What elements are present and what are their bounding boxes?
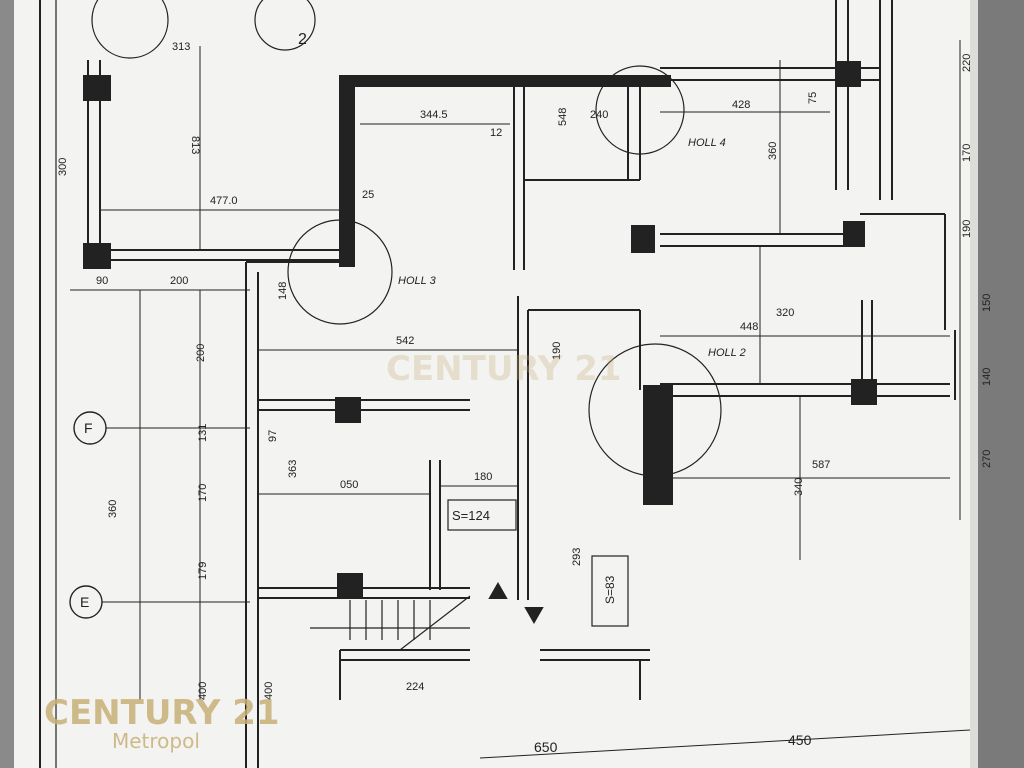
dimension: 220 bbox=[961, 54, 973, 72]
paper-edge bbox=[970, 0, 978, 768]
area-label-small: S=83 bbox=[603, 575, 617, 604]
room-label-hall-4: HOLL 4 bbox=[688, 137, 726, 149]
room-label-hall-3: HOLL 3 bbox=[398, 275, 437, 287]
axis-label-f: F bbox=[84, 420, 93, 436]
column-tall bbox=[643, 385, 673, 505]
dimension: 200 bbox=[170, 275, 188, 287]
wall-thick-vertical bbox=[339, 75, 355, 267]
dimension: 131 bbox=[197, 424, 209, 442]
room-label-hall-2: HOLL 2 bbox=[708, 347, 746, 359]
dimension: 448 bbox=[740, 321, 758, 333]
dimension: 313 bbox=[172, 41, 190, 53]
column bbox=[83, 243, 111, 269]
area-box-large bbox=[447, 499, 517, 531]
watermark-brand-center: CENTURY 21 bbox=[386, 349, 622, 389]
dimension: 360 bbox=[767, 142, 779, 160]
dimension-lines bbox=[70, 40, 971, 759]
column bbox=[631, 225, 655, 253]
column bbox=[83, 75, 111, 101]
dimension: 813 bbox=[189, 136, 201, 154]
direction-triangle bbox=[488, 581, 508, 599]
dimension: 75 bbox=[807, 92, 819, 104]
dimension: 400 bbox=[197, 682, 209, 700]
door-swing bbox=[595, 65, 685, 155]
dimension: 360 bbox=[107, 500, 119, 518]
column bbox=[843, 221, 865, 247]
door-swing bbox=[254, 0, 316, 51]
door-swing bbox=[91, 0, 169, 59]
dimension: 12 bbox=[490, 127, 502, 139]
dimension: 344.5 bbox=[420, 109, 448, 121]
dimension: 300 bbox=[57, 158, 69, 176]
dimension: 542 bbox=[396, 335, 414, 347]
dimension: 450 bbox=[788, 732, 812, 748]
watermark-office: Metropol bbox=[112, 729, 200, 753]
dimension: 293 bbox=[571, 548, 583, 566]
dimension: 150 bbox=[981, 294, 993, 312]
dimension: 179 bbox=[197, 562, 209, 580]
dimension: 170 bbox=[961, 144, 973, 162]
door-swing bbox=[588, 343, 722, 477]
dimension: 190 bbox=[551, 342, 563, 360]
dimension: 650 bbox=[534, 739, 558, 755]
column bbox=[335, 397, 361, 423]
dimension: 170 bbox=[197, 484, 209, 502]
watermark-brand: CENTURY 21 bbox=[44, 693, 280, 733]
dimension: 97 bbox=[267, 430, 279, 442]
dimension: 340 bbox=[793, 478, 805, 496]
dimension: 90 bbox=[96, 275, 108, 287]
paper-shadow-right bbox=[975, 0, 1024, 768]
dimension: 180 bbox=[474, 471, 492, 483]
direction-triangle bbox=[524, 607, 544, 625]
dimension: 190 bbox=[961, 220, 973, 238]
dimension: 2 bbox=[298, 31, 307, 48]
dimension: 140 bbox=[981, 368, 993, 386]
dimension: 428 bbox=[732, 99, 750, 111]
dimension: 363 bbox=[287, 460, 299, 478]
dimension: 587 bbox=[812, 459, 830, 471]
dimension: 270 bbox=[981, 450, 993, 468]
dimension: 320 bbox=[776, 307, 794, 319]
column bbox=[337, 573, 363, 599]
stairs bbox=[310, 595, 471, 651]
dimension: 224 bbox=[406, 681, 424, 693]
dimension: 400 bbox=[263, 682, 275, 700]
area-box-small bbox=[591, 555, 629, 627]
area-label-large: S=124 bbox=[452, 508, 490, 523]
dimension: 240 bbox=[590, 109, 608, 121]
paper-shadow-left bbox=[0, 0, 14, 768]
dimension: 25 bbox=[362, 189, 374, 201]
dimension: 200 bbox=[195, 344, 207, 362]
axis-label-e: E bbox=[80, 594, 89, 610]
dimension: 548 bbox=[557, 108, 569, 126]
dimension: 050 bbox=[340, 479, 358, 491]
dimension: 148 bbox=[277, 282, 289, 300]
door-swing bbox=[287, 219, 393, 325]
dimension: 477.0 bbox=[210, 195, 238, 207]
wall-thick-horizontal bbox=[339, 75, 671, 87]
